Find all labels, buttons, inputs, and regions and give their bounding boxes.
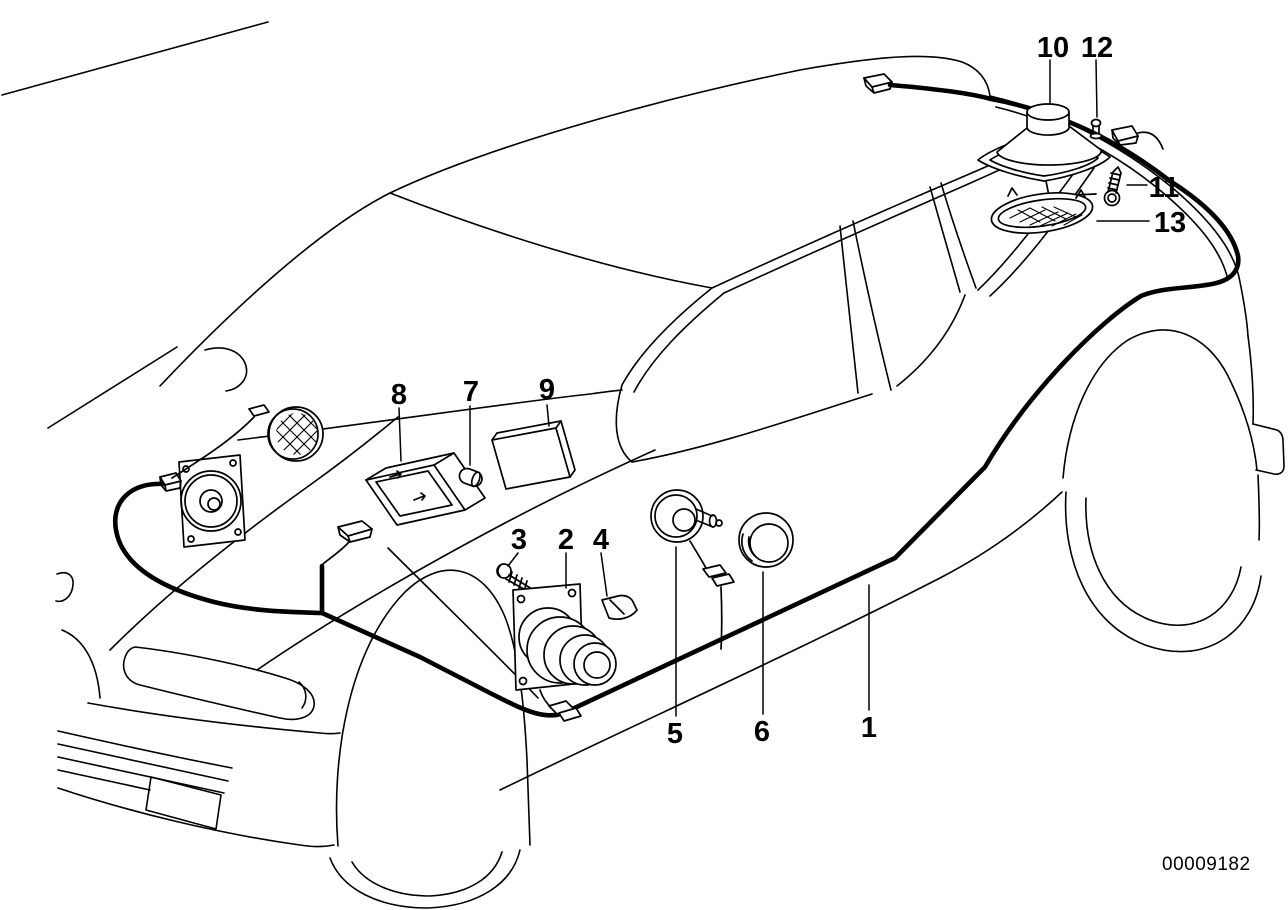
callout-4-leader	[600, 552, 608, 597]
part-8-mounting-housing	[365, 452, 486, 526]
part-6-trim-ring	[738, 512, 794, 568]
part-9-cover	[491, 420, 576, 490]
tweeter-connector	[248, 404, 270, 417]
callout-3-label: 3	[511, 524, 527, 556]
part-2-door-speaker	[512, 583, 617, 722]
speaker-wire-lower	[720, 586, 723, 650]
part-11-screw	[1103, 166, 1122, 207]
callout-10-label: 10	[1037, 32, 1069, 64]
speaker-wire	[689, 540, 707, 569]
wiring-harness	[112, 82, 1241, 718]
callout-5-label: 5	[667, 718, 683, 750]
callout-13-label: 13	[1154, 207, 1186, 239]
image-id: 00009182	[1162, 854, 1251, 875]
front-woofer-speaker	[159, 454, 246, 548]
callout-8-leader	[398, 407, 402, 462]
rear-harness-connector	[1111, 125, 1164, 150]
callout-leaders	[398, 59, 1150, 717]
callout-11-label: 11	[1149, 172, 1180, 204]
part-5-door-speaker	[650, 489, 735, 650]
callout-4-label: 4	[593, 524, 609, 556]
callout-3-leader	[507, 552, 519, 567]
part-10-rear-speaker	[977, 103, 1111, 197]
harness-front-connector	[322, 520, 373, 565]
tweeter-mesh	[276, 413, 318, 455]
part-7-sleeve	[458, 467, 483, 488]
part-3-screw	[496, 563, 533, 593]
car-outline	[1, 21, 1285, 909]
front-tweeter-speaker	[171, 404, 324, 479]
callout-8-label: 8	[391, 379, 407, 411]
callout-7-label: 7	[463, 376, 479, 408]
arrow-mark	[389, 470, 402, 479]
arrow-mark	[413, 492, 426, 501]
callout-2-label: 2	[558, 524, 574, 556]
tweeter-wire	[171, 416, 255, 479]
callout-1-label: 1	[861, 712, 877, 744]
part-13-grille	[990, 187, 1094, 234]
grille-tabs	[1007, 187, 1086, 199]
connector-wire	[322, 540, 351, 565]
callout-9-label: 9	[539, 374, 555, 406]
connector-wire	[1137, 131, 1164, 150]
roof-harness-connector	[863, 73, 893, 94]
callout-9-leader	[546, 404, 550, 427]
callout-6-label: 6	[754, 716, 770, 748]
grille-mesh	[1009, 206, 1083, 227]
part-4-clip	[601, 594, 638, 620]
part-12-rivet	[1089, 118, 1103, 140]
callout-labels: 1 2 3 4 5 6 7 8 9 10 11 12 13	[391, 32, 1186, 750]
callout-12-leader	[1095, 59, 1098, 118]
callout-12-label: 12	[1081, 32, 1113, 64]
